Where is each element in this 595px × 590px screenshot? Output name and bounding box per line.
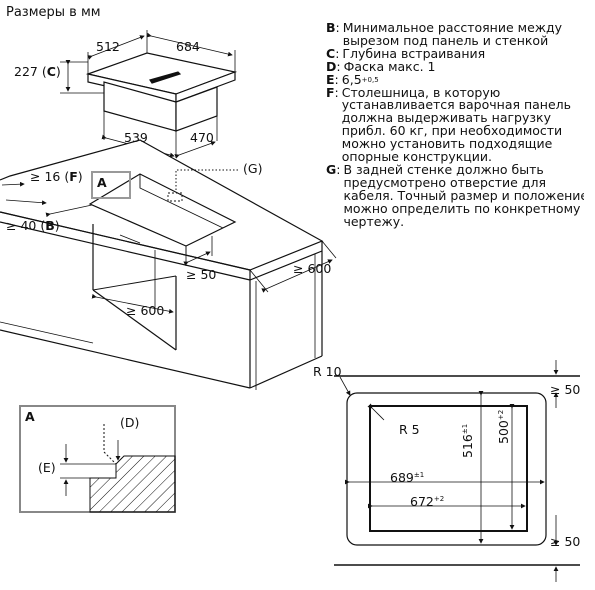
dim-height-value: 227 xyxy=(14,64,38,79)
bottom-gap-label: ≥ 50 xyxy=(550,534,581,549)
legend-text: Столешница, в которую xyxy=(341,84,501,100)
legend-colon: : xyxy=(336,161,341,177)
detail-e-label: (E) xyxy=(38,460,56,475)
cutout-drawing xyxy=(334,360,580,582)
dim-inner-width: ≥ 600 xyxy=(126,303,165,318)
legend-row: G:предусмотрено отверстие для xyxy=(326,174,584,190)
legend-row: B:Минимальное расстояние между xyxy=(326,22,584,35)
legend-colon: : xyxy=(335,45,340,61)
legend-row: C:Глубина встраивания xyxy=(326,45,584,61)
legend-row: E:6,5+0,5 xyxy=(326,71,584,87)
legend-text: можно установить подходящие xyxy=(341,136,553,152)
legend-colon: : xyxy=(336,58,341,74)
legend-key: F xyxy=(326,84,335,100)
dim-height: 227 (C) xyxy=(14,64,61,79)
legend-text: кабеля. Точный размер и положение xyxy=(343,187,584,203)
height-inner-value: 500 xyxy=(496,420,511,444)
legend-key: D xyxy=(326,58,337,74)
legend-colon: : xyxy=(334,84,339,100)
legend-row: F:должна выдерживать нагрузку xyxy=(326,110,584,126)
legend-row: G:кабеля. Точный размер и положение xyxy=(326,187,584,203)
legend-row: F:опорные конструкции. xyxy=(326,149,584,165)
legend-key: E xyxy=(326,71,335,87)
dim-front-distance-key: B xyxy=(45,218,55,233)
width-inner-value: 672 xyxy=(410,494,434,509)
dim-cabinet-depth: ≥ 600 xyxy=(293,261,332,276)
dim-top-width: 684 xyxy=(176,39,200,54)
legend-text: Минимальное расстояние между xyxy=(342,22,563,35)
legend-text: чертежу. xyxy=(343,213,405,229)
width-main-value: 689 xyxy=(390,470,414,485)
legend-row: F:Столешница, в которую xyxy=(326,84,584,100)
legend-text: опорные конструкции. xyxy=(341,149,493,165)
dim-counter-thickness: ≥ 16 (F) xyxy=(30,169,83,184)
hob-drawing xyxy=(60,30,238,159)
height-main-value: 516 xyxy=(460,434,475,458)
height-main-tolerance: ±1 xyxy=(461,423,469,435)
dim-counter-thickness-value: ≥ 16 xyxy=(30,169,61,184)
outer-radius-label: R 10 xyxy=(313,364,342,379)
legend-key: B xyxy=(326,22,336,35)
dim-height-key: C xyxy=(46,64,56,79)
cabinet-drawing xyxy=(0,139,337,390)
legend-row: B:вырезом под панель и стенкой xyxy=(326,32,584,48)
legend-colon: : xyxy=(335,22,340,35)
legend-text: прибл. 60 кг, при необходимости xyxy=(341,123,563,139)
top-gap-label: ≥ 50 xyxy=(550,382,581,397)
dim-cut-width: 539 xyxy=(124,130,148,145)
detail-d-label: (D) xyxy=(120,415,140,430)
width-main-tolerance: ±1 xyxy=(413,471,425,479)
legend-text: 6,5 xyxy=(341,71,362,87)
legend-row: F:можно установить подходящие xyxy=(326,136,584,152)
legend-text: Глубина встраивания xyxy=(342,45,486,61)
legend-row: F:прибл. 60 кг, при необходимости xyxy=(326,123,584,139)
legend: B:Минимальное расстояние междуB:вырезом … xyxy=(326,22,584,229)
legend-row: D:Фаска макс. 1 xyxy=(326,58,584,74)
width-inner-tolerance: +2 xyxy=(433,495,445,503)
dim-counter-thickness-key: F xyxy=(69,169,78,184)
height-main-label: 516±1 xyxy=(458,424,475,458)
legend-colon: : xyxy=(334,71,339,87)
height-inner-label: 500+2 xyxy=(494,410,511,444)
detail-a-title: A xyxy=(25,409,35,424)
width-main-label: 689±1 xyxy=(390,468,424,485)
legend-text: В задней стенке должно быть xyxy=(343,161,544,177)
detail-a-drawing xyxy=(19,405,176,513)
height-inner-tolerance: +2 xyxy=(497,409,505,421)
legend-text: предусмотрено отверстие для xyxy=(343,174,546,190)
width-inner-label: 672+2 xyxy=(410,492,444,509)
inner-radius-label: R 5 xyxy=(399,422,420,437)
cable-hole-label: (G) xyxy=(243,161,263,176)
legend-row: G:чертежу. xyxy=(326,213,584,229)
detail-marker: A xyxy=(97,175,107,190)
dim-front-distance: ≥ 40 (B) xyxy=(6,218,60,233)
legend-superscript: +0,5 xyxy=(361,75,379,84)
diagram-title: Размеры в мм xyxy=(6,5,101,20)
legend-row: F:устанавливается варочная панель xyxy=(326,99,584,112)
dim-rear-gap: ≥ 50 xyxy=(186,267,217,282)
dim-top-depth: 512 xyxy=(96,39,120,54)
legend-key: G xyxy=(326,161,337,177)
legend-text: Фаска макс. 1 xyxy=(343,58,436,74)
dim-cut-depth: 470 xyxy=(190,130,214,145)
legend-text: устанавливается варочная панель xyxy=(341,97,572,113)
legend-text: должна выдерживать нагрузку xyxy=(341,110,551,126)
legend-key: C xyxy=(326,45,336,61)
legend-row: G:В задней стенке должно быть xyxy=(326,161,584,177)
legend-row: G:можно определить по конкретному xyxy=(326,200,584,216)
dim-front-distance-value: ≥ 40 xyxy=(6,218,37,233)
legend-text: можно определить по конкретному xyxy=(343,200,581,216)
legend-text: вырезом под панель и стенкой xyxy=(342,32,549,48)
